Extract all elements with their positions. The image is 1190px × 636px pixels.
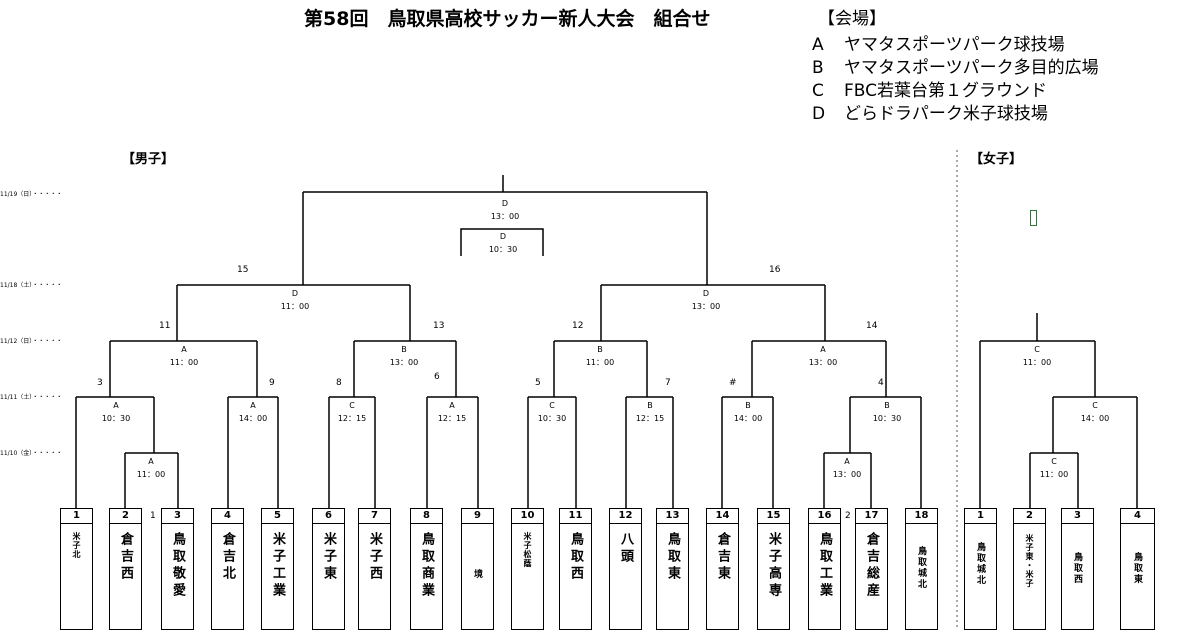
venue-heading: 【会場】 (818, 9, 886, 29)
boys-section-label: 【男子】 (122, 152, 175, 167)
match-number: 16 (769, 265, 781, 275)
date-row-1110: 11/10（金）・・・・・ (0, 450, 63, 457)
match-number: 4 (878, 378, 884, 388)
match-number: 9 (269, 378, 275, 388)
match-number: 3 (97, 378, 103, 388)
match-number: 2 (845, 511, 851, 521)
match-number: 15 (237, 265, 249, 275)
date-row-1118: 11/18（土）・・・・・ (0, 282, 63, 289)
match-number: 12 (572, 321, 584, 331)
match-number: # (729, 378, 737, 388)
date-row-1111: 11/11（土）・・・・・ (0, 394, 63, 401)
girls-section-label: 【女子】 (970, 152, 1023, 167)
match-number: 11 (159, 321, 171, 331)
match-number: 8 (336, 378, 342, 388)
page-title: 第58回 鳥取県高校サッカー新人大会 組合せ (304, 8, 711, 30)
match-number: 14 (866, 321, 878, 331)
match-number: 6 (434, 372, 440, 382)
match-number: 13 (433, 321, 445, 331)
date-row-1112: 11/12（日）・・・・・ (0, 338, 63, 345)
date-row-1119: 11/19（日）・・・・・ (0, 191, 63, 198)
cell-cursor-icon (1030, 210, 1037, 226)
match-number: 5 (535, 378, 541, 388)
match-number: 1 (150, 511, 156, 521)
match-number: 7 (665, 378, 671, 388)
